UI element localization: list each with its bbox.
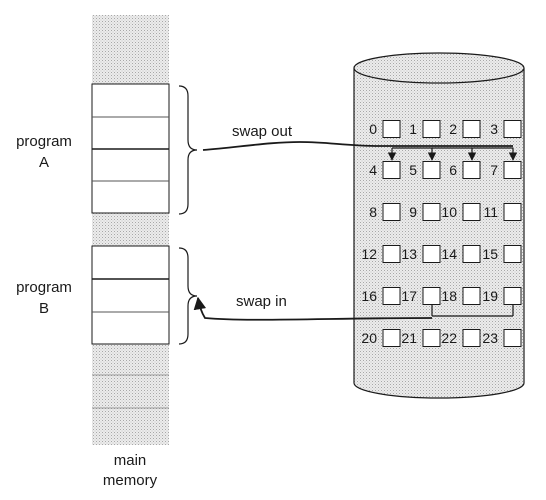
main-memory [91,15,170,445]
disk-block-label: 9 [409,204,417,220]
disk-block-label: 18 [441,288,457,304]
disk-block-0: 0 [369,120,401,138]
program-b-region [91,245,170,345]
disk-block-2: 2 [449,120,481,138]
disk-block-20: 20 [361,329,401,347]
disk-block-14: 14 [441,245,481,263]
disk-block-5: 5 [409,161,441,179]
disk-block-box [503,329,522,347]
disk-block-label: 3 [490,121,498,137]
disk-block-box [503,287,522,305]
program-b-brace [178,247,198,345]
swap-in-arrow [193,296,433,321]
disk-block-box [382,203,401,221]
swap-out-label: swap out [232,123,293,140]
disk-block-box [462,329,481,347]
disk-block-label: 20 [361,330,377,346]
disk-block-label: 8 [369,204,377,220]
disk-block-box [422,329,441,347]
disk-block-19: 19 [482,287,522,305]
disk-block-22: 22 [441,329,481,347]
disk-block-box [382,120,401,138]
disk-block-label: 6 [449,162,457,178]
program-a-brace [178,85,198,215]
disk-block-18: 18 [441,287,481,305]
disk-block-box [503,203,522,221]
disk-block-label: 1 [409,121,417,137]
disk-body [353,68,525,399]
disk-block-box [462,245,481,263]
disk-block-box [422,161,441,179]
disk-block-box [422,287,441,305]
disk-block-23: 23 [482,329,522,347]
disk-block-label: 0 [369,121,377,137]
disk-block-box [382,245,401,263]
main-memory-label-line1: main [114,452,147,469]
main-memory-label-line2: memory [103,472,158,489]
disk-block-13: 13 [401,245,441,263]
disk-block-label: 17 [401,288,417,304]
program-b-label-line2: B [39,300,49,317]
disk-block-3: 3 [490,120,522,138]
disk-block-box [503,245,522,263]
disk-block-box [462,161,481,179]
disk-block-16: 16 [361,287,401,305]
memory-background [92,15,169,445]
disk-block-box [382,329,401,347]
disk-block-10: 10 [441,203,481,221]
disk-block-box [422,203,441,221]
disk-block-label: 21 [401,330,417,346]
disk-block-8: 8 [369,203,401,221]
disk-block-12: 12 [361,245,401,263]
disk-block-label: 22 [441,330,457,346]
program-a-label-line2: A [39,154,49,171]
disk-block-11: 11 [483,203,522,221]
swap-in-label: swap in [236,293,287,310]
disk-block-7: 7 [490,161,522,179]
disk-block-box [422,120,441,138]
disk-block-box [422,245,441,263]
disk-block-label: 15 [482,246,498,262]
disk-block-box [503,161,522,179]
disk-block-label: 23 [482,330,498,346]
disk-block-label: 5 [409,162,417,178]
disk-block-label: 11 [483,204,498,220]
swap-out-arrow [202,141,513,151]
block-connectors [387,147,518,317]
disk-block-box [503,120,522,138]
disk-block-4: 4 [369,161,401,179]
disk-block-box [382,161,401,179]
program-a-label-line1: program [16,133,72,150]
disk-block-label: 16 [361,288,377,304]
disk-block-6: 6 [449,161,481,179]
disk-block-15: 15 [482,245,522,263]
disk-block-label: 2 [449,121,457,137]
disk-block-label: 12 [361,246,377,262]
disk-block-label: 4 [369,162,377,178]
disk-block-9: 9 [409,203,441,221]
disk-top [353,52,525,84]
disk-block-21: 21 [401,329,441,347]
disk-block-label: 7 [490,162,498,178]
disk-block-label: 19 [482,288,498,304]
disk-block-box [462,120,481,138]
disk-block-box [462,203,481,221]
program-b-label-line1: program [16,279,72,296]
disk-block-label: 13 [401,246,417,262]
disk-block-label: 10 [441,204,457,220]
disk-block-1: 1 [409,120,441,138]
disk-block-box [382,287,401,305]
disk-block-box [462,287,481,305]
disk-block-label: 14 [441,246,457,262]
